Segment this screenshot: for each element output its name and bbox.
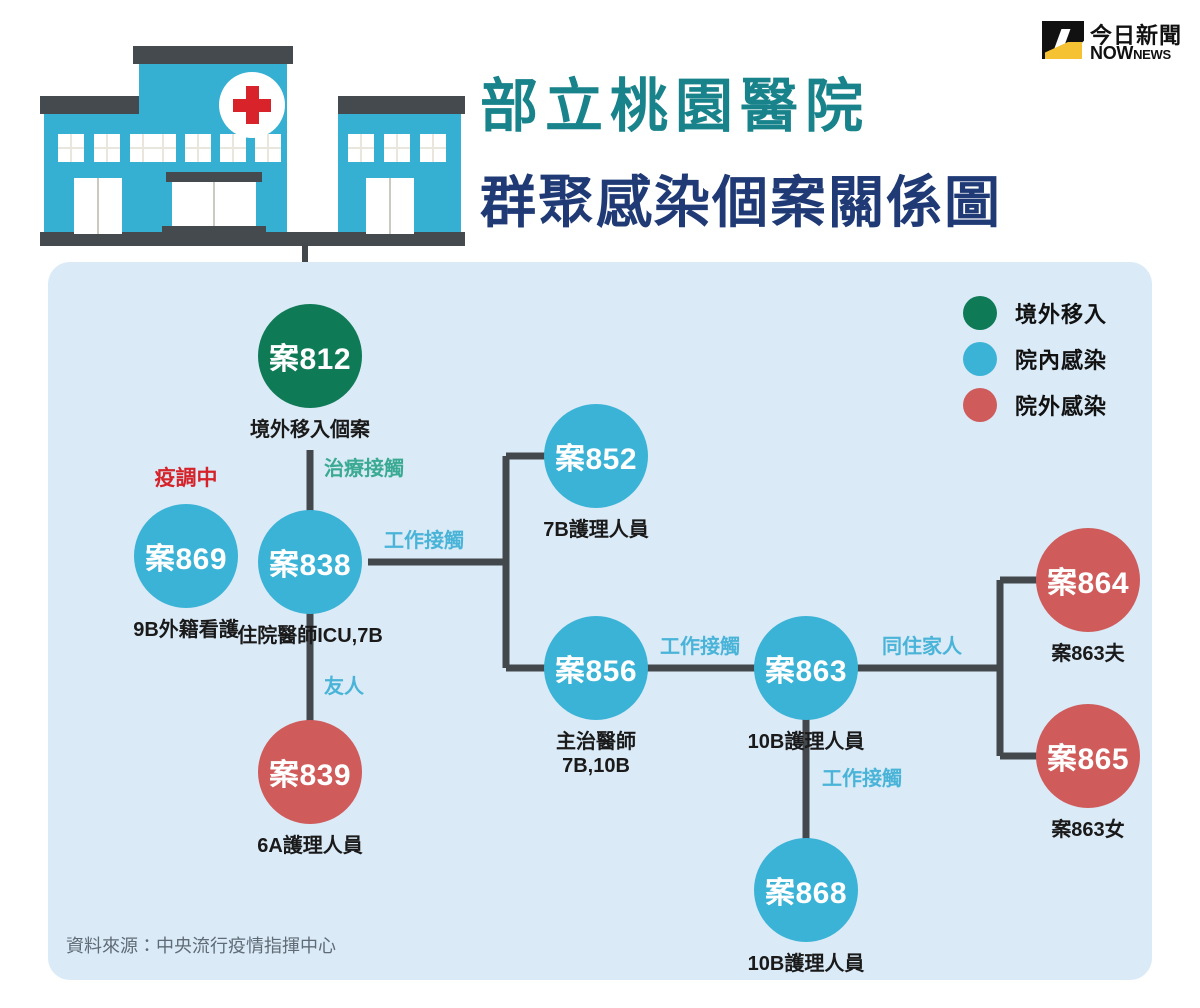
node-case-856[interactable]: 案856 [544, 616, 648, 720]
legend-dot-in-hospital-icon [963, 342, 997, 376]
caption-case-869: 9B外籍看護 [133, 619, 239, 641]
logo-news-text: NEWS [1133, 47, 1171, 62]
page-title-line2: 群聚感染個案關係圖 [480, 171, 1002, 234]
legend-item-out-of-hospital: 院外感染 [963, 382, 1153, 428]
caption-case-856: 主治醫師 7B,10B [474, 730, 718, 778]
node-case-839[interactable]: 案839 [258, 720, 362, 824]
edge-connector-layer [306, 450, 1040, 840]
node-864-label: 案864 [1046, 567, 1130, 600]
legend: 境外移入 院內感染 院外感染 [963, 290, 1153, 428]
legend-dot-imported-icon [963, 296, 997, 330]
legend-item-in-hospital: 院內感染 [963, 336, 1153, 382]
legend-label-in-hospital: 院內感染 [1015, 348, 1108, 373]
caption-case-812: 境外移入個案 [250, 419, 370, 441]
status-badge-case-869: 疫調中 [154, 467, 218, 490]
edge-label-863-868: 工作接觸 [822, 768, 902, 790]
caption-case-856-line1: 主治醫師 [556, 731, 636, 753]
node-case-863[interactable]: 案863 [754, 616, 858, 720]
node-case-868[interactable]: 案868 [754, 838, 858, 942]
node-852-label: 案852 [554, 443, 638, 476]
header: 今日新聞 NOWNEWS 部立桃園醫院 群聚感染個案關係圖 [0, 0, 1200, 311]
edge-label-812-838: 治療接觸 [324, 458, 404, 480]
caption-case-865: 案863女 [1051, 819, 1125, 841]
caption-case-838: 住院醫師ICU,7B [237, 625, 383, 647]
legend-label-imported: 境外移入 [1015, 302, 1108, 327]
node-case-869[interactable]: 案869 [134, 504, 238, 608]
logo-english-text: NOWNEWS [1090, 43, 1171, 64]
page-title-line1: 部立桃園醫院 [480, 74, 871, 139]
edge-label-856-863: 工作接觸 [660, 636, 740, 658]
legend-label-out-of-hospital: 院外感染 [1015, 394, 1108, 419]
caption-case-839: 6A護理人員 [257, 835, 363, 857]
node-856-label: 案856 [554, 655, 638, 688]
caption-case-864: 案863夫 [1051, 643, 1125, 665]
logo-chinese-text: 今日新聞 [1090, 23, 1183, 48]
caption-case-868: 10B護理人員 [747, 953, 865, 975]
node-839-label: 案839 [268, 759, 352, 792]
caption-case-863: 10B護理人員 [747, 731, 865, 753]
relationship-diagram-panel: 案812 境外移入個案 疫調中 案869 9B外籍看護 案838 住院醫師ICU… [48, 262, 1152, 980]
logo-now-text: NOW [1090, 43, 1134, 63]
red-cross-icon [219, 72, 285, 138]
edge-label-838-839: 友人 [324, 676, 364, 698]
node-863-label: 案863 [764, 655, 848, 688]
node-case-864[interactable]: 案864 [1036, 528, 1140, 632]
node-case-865[interactable]: 案865 [1036, 704, 1140, 808]
hospital-building-illustration [40, 24, 465, 254]
edge-label-838-852: 工作接觸 [384, 530, 464, 552]
node-838-label: 案838 [268, 549, 352, 582]
node-868-label: 案868 [764, 877, 848, 910]
node-865-label: 案865 [1046, 743, 1130, 776]
node-812-label: 案812 [268, 343, 352, 376]
legend-item-imported: 境外移入 [963, 290, 1153, 336]
source-note: 資料來源：中央流行疫情指揮中心 [66, 936, 336, 956]
node-case-812[interactable]: 案812 [258, 304, 362, 408]
caption-case-852: 7B護理人員 [543, 519, 649, 541]
node-case-838[interactable]: 案838 [258, 510, 362, 614]
node-case-852[interactable]: 案852 [544, 404, 648, 508]
nownews-logo: 今日新聞 NOWNEWS [1042, 16, 1181, 66]
caption-case-856-line2: 7B,10B [562, 755, 630, 777]
legend-dot-out-of-hospital-icon [963, 388, 997, 422]
edge-label-863-family: 同住家人 [882, 636, 962, 658]
node-869-label: 案869 [144, 543, 228, 576]
